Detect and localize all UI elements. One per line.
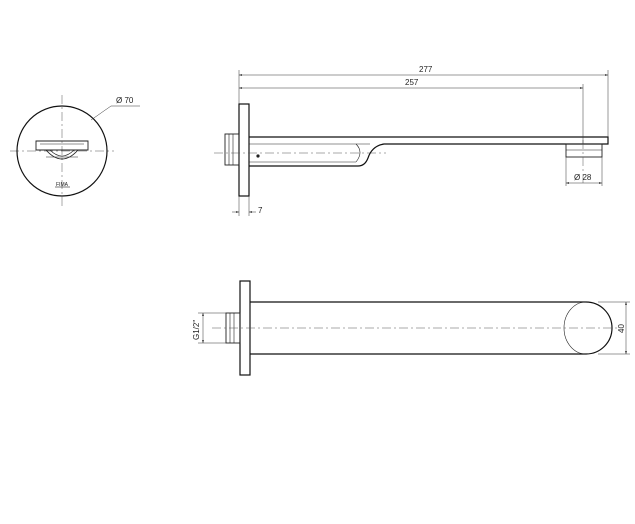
diameter-70-label: Ø 70 xyxy=(116,96,134,105)
side-view: 277 257 Ø 28 7 xyxy=(214,65,609,216)
front-view-outlet-arc xyxy=(45,149,79,160)
front-view-outlet-inner-arc xyxy=(49,149,75,157)
dim-277-label: 277 xyxy=(419,65,433,74)
side-view-thread-connector xyxy=(224,133,240,166)
front-view-brand-label: FIMA xyxy=(56,182,69,188)
dim-40-label: 40 xyxy=(617,324,626,333)
front-view-spout-body xyxy=(35,140,89,151)
top-view: G1/2" 40 xyxy=(192,280,630,376)
diameter-70-leader-line xyxy=(90,105,112,121)
side-view-outlet xyxy=(565,143,603,158)
dim-28-label: Ø 28 xyxy=(574,173,592,182)
dim-thread-label: G1/2" xyxy=(192,320,201,340)
side-view-wall-plate xyxy=(238,103,250,197)
side-view-spout-body xyxy=(249,136,609,167)
side-view-spout-curve xyxy=(355,143,361,163)
dim-7-label: 7 xyxy=(258,206,263,215)
side-view-aerator-dot xyxy=(256,154,260,158)
front-view-rosette-circle xyxy=(16,105,108,197)
front-view: FIMA Ø 70 xyxy=(10,95,140,206)
dim-257-label: 257 xyxy=(405,78,419,87)
